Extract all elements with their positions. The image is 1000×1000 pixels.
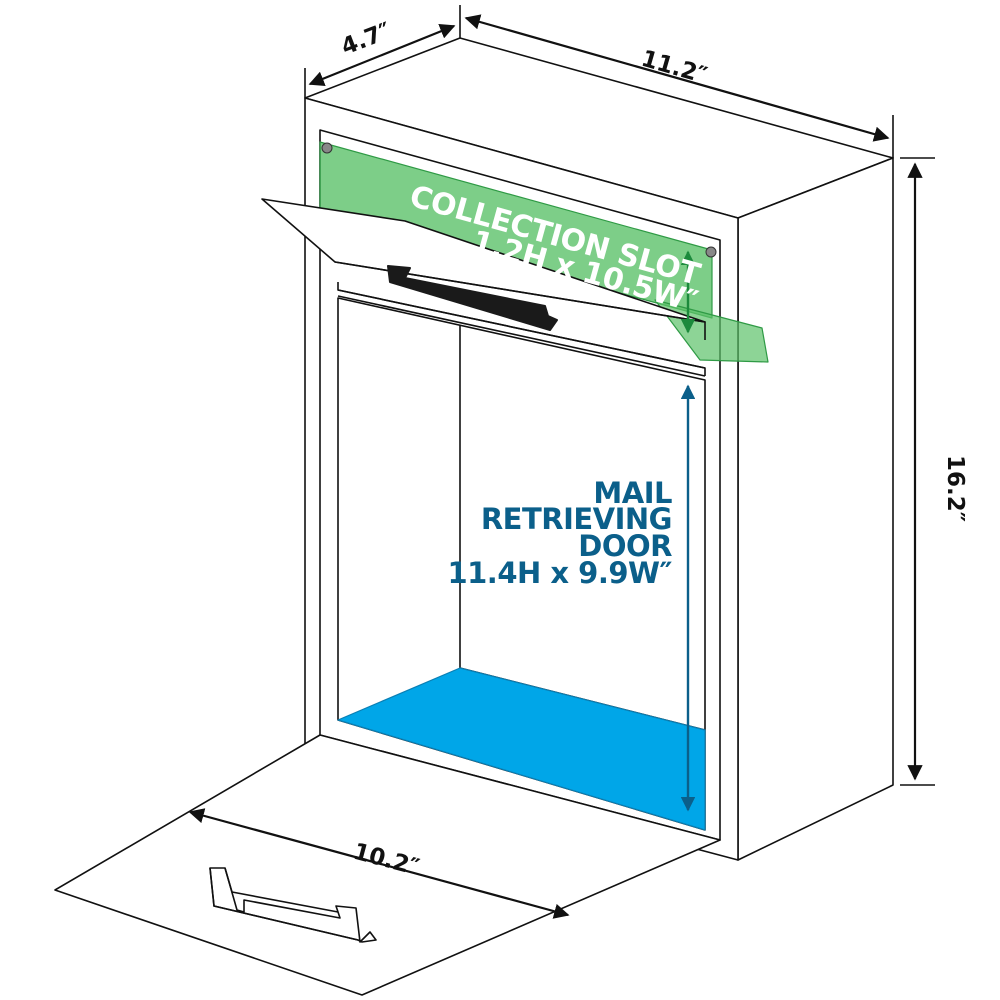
slot-handle <box>387 265 558 331</box>
depth-dimension-arrow <box>308 24 456 86</box>
mail-door-label: MAIL RETRIEVING DOOR 11.4H x 9.9W″ <box>447 476 673 590</box>
door-width-dimension-arrow <box>188 808 570 919</box>
width-label: 11.2″ <box>638 46 710 89</box>
width-dimension-arrow <box>464 14 890 142</box>
box-side-face <box>737 157 894 861</box>
mail-door-line3: DOOR <box>578 529 672 563</box>
interior-floor <box>337 667 706 831</box>
mail-door-line1: MAIL <box>593 476 672 510</box>
mail-door-line2: RETRIEVING <box>481 502 672 536</box>
mail-door-size: 11.4H x 9.9W″ <box>447 556 672 590</box>
screw-left-icon <box>321 142 333 154</box>
screw-right-icon <box>705 246 717 258</box>
height-label: 16.2″ <box>942 455 968 522</box>
